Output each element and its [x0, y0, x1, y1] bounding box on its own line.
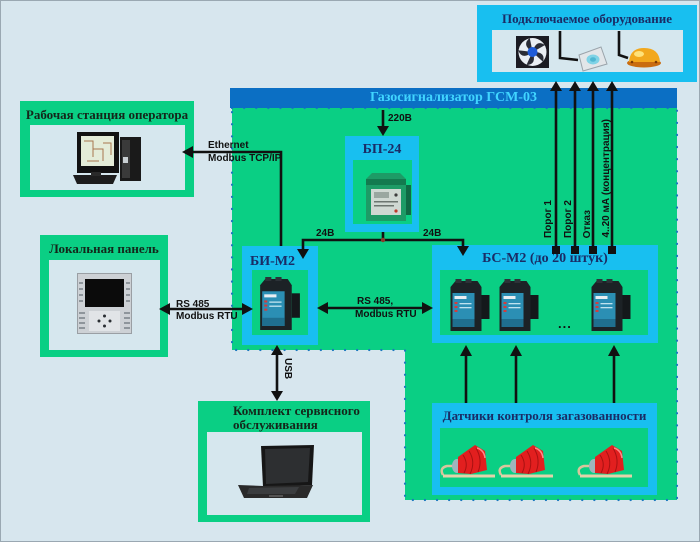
mains-label: 220В	[388, 113, 412, 124]
more-units-ellipsis: ...	[558, 316, 572, 331]
output-label-fault: Отказ	[582, 209, 593, 238]
signal-unit-device-icon	[496, 279, 539, 331]
interface-unit-device-icon	[257, 277, 300, 330]
workstation-title: Рабочая станция оператора	[25, 107, 189, 122]
dc-label-right: 24В	[423, 228, 442, 239]
beacon-lamp-icon	[627, 48, 661, 68]
computer-icon	[73, 132, 141, 184]
service-kit-title-line2: обслуживания	[233, 417, 318, 432]
system-title: Газосигнализатор ГСМ-03	[370, 90, 537, 105]
fan-icon	[516, 36, 549, 68]
usb-label: USB	[282, 358, 293, 380]
output-label-threshold-2: Порог 2	[563, 199, 574, 238]
service-kit-title-line1: Комплект сервисного	[233, 403, 360, 418]
rs485-units-label-line2: Modbus RTU	[355, 309, 417, 320]
power-supply-title: БП-24	[362, 142, 402, 157]
power-module-icon	[366, 173, 411, 221]
gas-sensor-icon	[576, 442, 634, 479]
signal-unit-device-icon	[447, 279, 490, 331]
rs485-units-label-line1: RS 485,	[357, 296, 394, 307]
ethernet-label-line2: Modbus TCP/IP	[208, 153, 282, 164]
gas-sensor-icon	[439, 442, 497, 479]
local-panel-title: Локальная панель	[49, 241, 159, 256]
interface-unit-title: БИ-М2	[250, 254, 296, 269]
sensors-title: Датчики контроля загазованности	[442, 408, 647, 423]
siren-icon	[578, 46, 608, 72]
output-label-threshold-1: Порог 1	[543, 199, 554, 238]
rs485-panel-label-line1: RS 485	[176, 299, 210, 310]
system-header: Газосигнализатор ГСМ-03	[230, 88, 677, 108]
operator-panel-icon	[77, 273, 132, 334]
dc-label-left: 24В	[316, 228, 335, 239]
signal-unit-device-icon	[588, 279, 631, 331]
equipment-title: Подключаемое оборудование	[502, 11, 672, 26]
laptop-icon	[238, 445, 314, 498]
signal-units-title: БС-М2 (до 20 штук)	[482, 251, 608, 266]
ethernet-label-line1: Ethernet	[208, 140, 249, 151]
gas-sensor-icon	[497, 442, 555, 479]
rs485-panel-label-line2: Modbus RTU	[176, 311, 238, 322]
output-label-current-loop: 4..20 мА (концентрация)	[601, 119, 612, 238]
